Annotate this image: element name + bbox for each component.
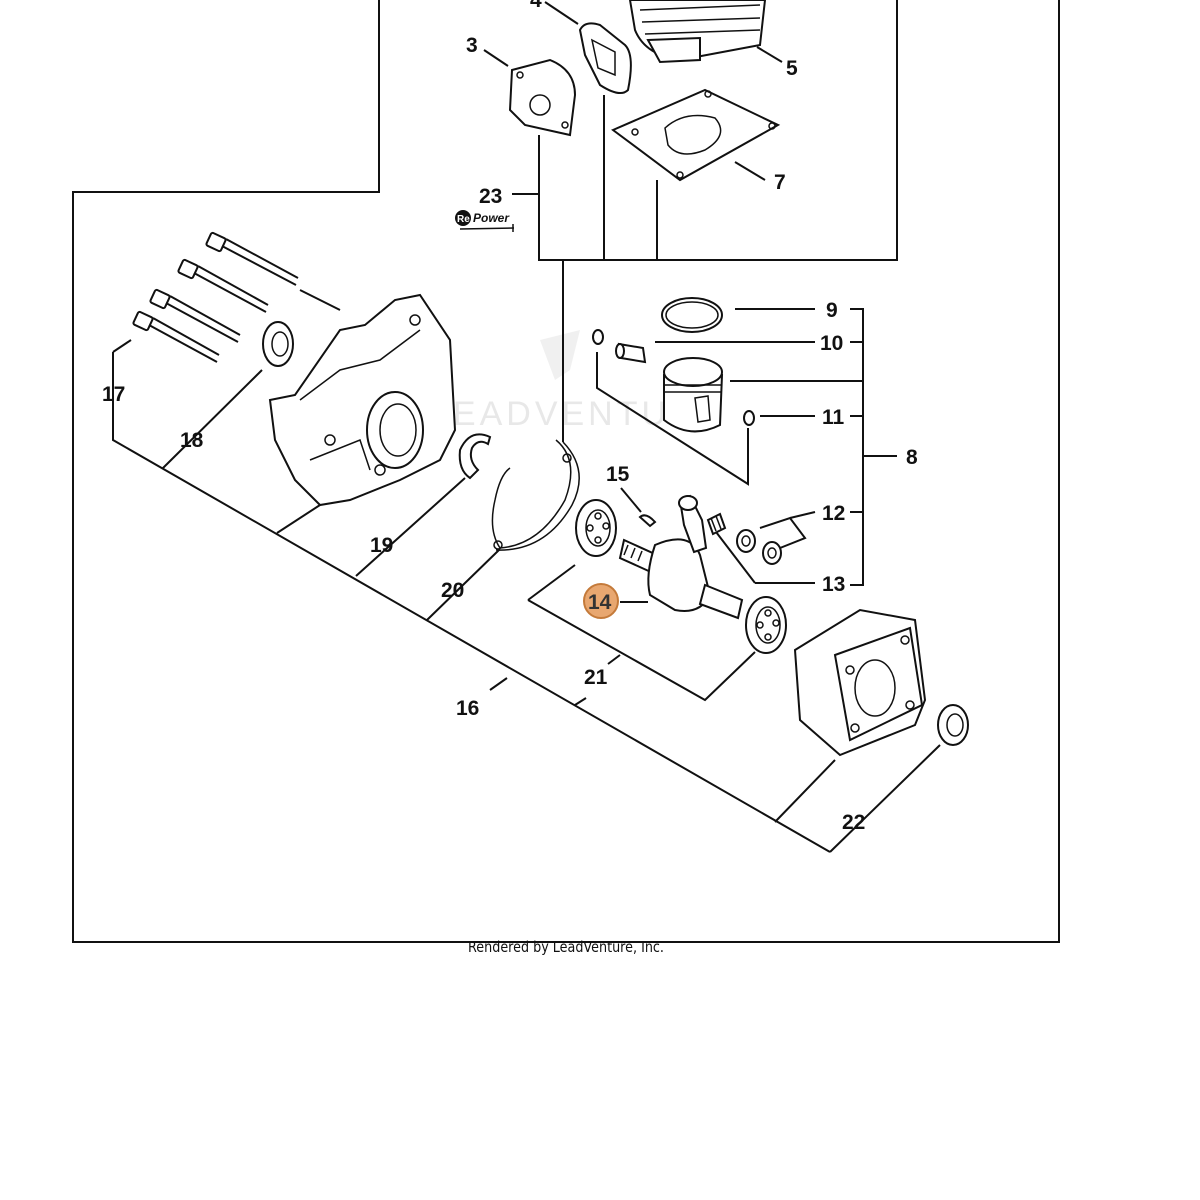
callout-14-highlighted[interactable]: 14 [583, 583, 619, 619]
callout-19[interactable]: 19 [370, 534, 393, 557]
needle-bearing-part-13[interactable] [706, 512, 727, 536]
callout-21[interactable]: 21 [584, 666, 608, 689]
repower-prefix: Re [457, 214, 470, 225]
retaining-ring-part-19[interactable] [458, 433, 492, 480]
piston-ring-part-9[interactable] [661, 297, 723, 333]
callout-14[interactable]: 14 [588, 591, 612, 614]
callout-15[interactable]: 15 [606, 463, 630, 486]
crankcase-gasket-part-20[interactable] [491, 439, 580, 551]
callout-11[interactable]: 11 [822, 406, 845, 429]
screws-part-17[interactable] [132, 231, 299, 363]
highlight-circle [583, 583, 619, 619]
screw-1[interactable] [205, 231, 299, 286]
gasket-part-3[interactable] [508, 58, 577, 137]
callout-7[interactable]: 7 [774, 171, 786, 194]
cylinder-part[interactable] [628, 0, 767, 64]
screw-4[interactable] [132, 310, 220, 363]
oil-seal-part-22[interactable] [937, 704, 969, 746]
circlip-part-11[interactable] [743, 410, 755, 426]
callout-4[interactable]: 4 [530, 0, 542, 12]
callout-8[interactable]: 8 [906, 446, 918, 469]
footer-credit: Rendered by LeadVenture, Inc. [468, 938, 664, 956]
callout-22[interactable]: 22 [842, 811, 865, 834]
screw-3[interactable] [149, 288, 241, 343]
callout-3[interactable]: 3 [466, 34, 478, 57]
callout-23[interactable]: 23 [479, 185, 502, 208]
woodruff-key-part-15[interactable] [638, 514, 657, 528]
callout-17[interactable]: 17 [102, 383, 125, 406]
callout-12[interactable]: 12 [822, 502, 845, 525]
circlip-part-10-left[interactable] [592, 329, 604, 345]
ball-bearing-left[interactable] [575, 499, 617, 557]
callout-9[interactable]: 9 [826, 299, 838, 322]
callout-18[interactable]: 18 [180, 429, 204, 452]
crankcase-half-right-part-22[interactable] [793, 608, 927, 757]
thrust-washer-part-12a[interactable] [736, 529, 756, 553]
ball-bearing-right[interactable] [745, 596, 787, 654]
gasket-part-4[interactable] [578, 22, 632, 95]
cylinder-gasket-part-7[interactable] [611, 88, 781, 182]
repower-suffix: Power [473, 211, 510, 225]
piston-part-8[interactable] [663, 357, 724, 433]
repower-badge: Re Power [455, 210, 515, 232]
leader-lines-top [483, 1, 783, 442]
callout-10[interactable]: 10 [820, 332, 843, 355]
leader-lines-bottom [112, 289, 941, 853]
crankshaft-part-14[interactable] [618, 494, 744, 620]
callout-20[interactable]: 20 [441, 579, 464, 602]
crankcase-half-left-part-16[interactable] [268, 293, 457, 507]
callout-labels: 4 3 5 7 23 9 10 17 11 18 8 15 12 19 13 2… [102, 0, 918, 834]
leader-lines-piston [596, 308, 897, 586]
thrust-washer-part-12b[interactable] [762, 541, 782, 565]
callout-13[interactable]: 13 [822, 573, 845, 596]
piston-pin-part-10[interactable] [615, 342, 647, 364]
callout-5[interactable]: 5 [786, 57, 798, 80]
diagram-frame [72, 0, 1060, 943]
callout-16[interactable]: 16 [456, 697, 479, 720]
screw-2[interactable] [177, 258, 269, 313]
oil-seal-part-18[interactable] [262, 321, 294, 367]
